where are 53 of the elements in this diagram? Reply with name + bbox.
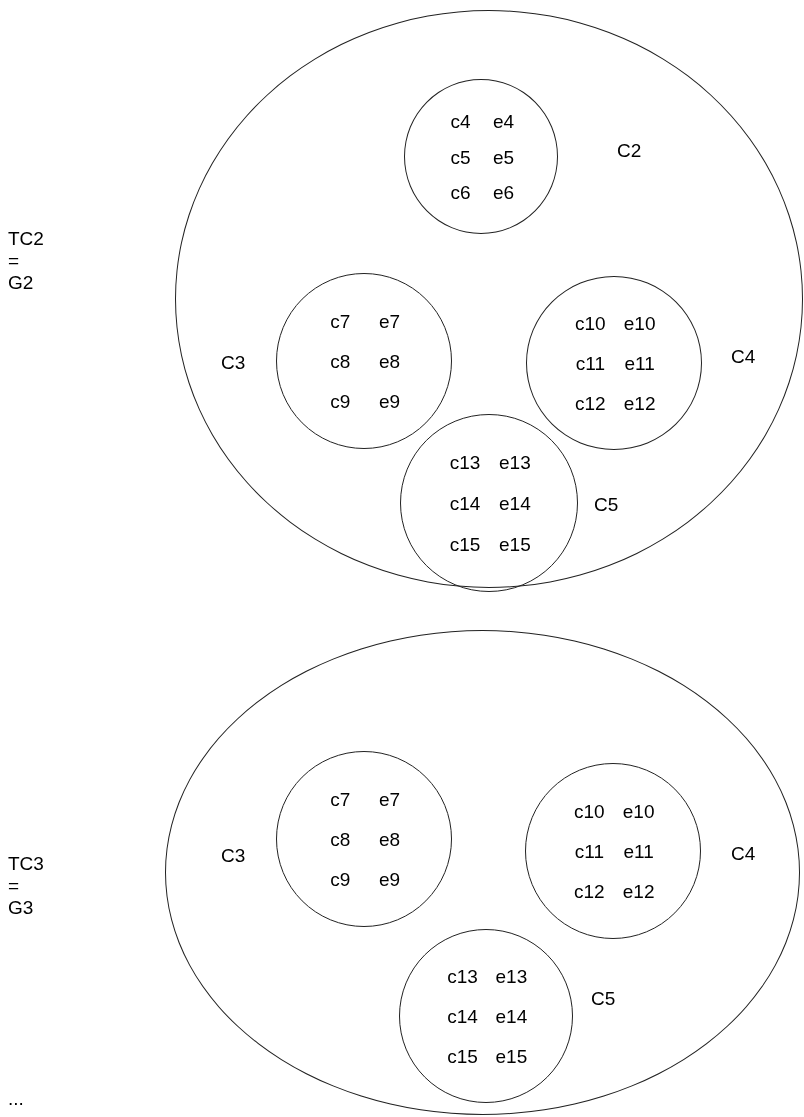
element-label: c10 — [574, 800, 605, 823]
element-label: c14 — [447, 1006, 478, 1028]
element-label: c13 — [449, 452, 481, 475]
element-label: c15 — [447, 1046, 478, 1068]
element-label: e9 — [379, 869, 401, 892]
element-label: c9 — [330, 391, 351, 414]
element-label: e10 — [622, 800, 655, 823]
element-label: c8 — [330, 829, 351, 851]
element-label: c12 — [575, 393, 606, 415]
element-label: c5 — [450, 146, 471, 169]
element-label: e9 — [379, 391, 401, 414]
element-label: e8 — [379, 829, 401, 851]
element-label: c12 — [574, 881, 605, 904]
element-label: c8 — [330, 351, 351, 373]
element-label: c10 — [575, 312, 606, 335]
element-label: e11 — [623, 841, 654, 863]
element-label: c9 — [330, 869, 351, 892]
element-label: e10 — [623, 312, 656, 335]
element-label: c15 — [449, 533, 481, 556]
set-heading: TC3 = G3 — [8, 853, 44, 919]
element-label: e13 — [499, 452, 531, 475]
element-label: e13 — [495, 965, 528, 988]
set-label: C4 — [731, 843, 756, 865]
element-label: e12 — [622, 881, 655, 904]
set-heading: TC2 = G2 — [8, 228, 44, 294]
set-ellipse — [165, 630, 800, 1115]
element-label: e5 — [493, 146, 515, 169]
element-label: e12 — [623, 393, 656, 415]
element-label: e8 — [379, 351, 401, 373]
element-label: c13 — [447, 965, 478, 988]
ellipsis-note: ... — [8, 1088, 24, 1110]
set-label: C2 — [617, 140, 642, 162]
set-label: C3 — [221, 352, 246, 374]
element-label: e14 — [495, 1006, 528, 1028]
element-label: e11 — [624, 353, 655, 375]
element-label: e15 — [495, 1046, 528, 1068]
element-label: c7 — [330, 310, 351, 333]
element-label: c14 — [449, 493, 481, 515]
element-label: c4 — [450, 110, 471, 133]
set-label: C5 — [591, 988, 616, 1010]
element-label: c11 — [575, 353, 605, 375]
element-label: e7 — [379, 788, 401, 811]
set-label: C4 — [731, 346, 756, 368]
element-label: e15 — [499, 533, 531, 556]
element-label: e14 — [499, 493, 531, 515]
set-label: C5 — [594, 494, 619, 516]
element-label: e4 — [493, 110, 515, 133]
element-label: e7 — [379, 310, 401, 333]
element-label: c6 — [450, 182, 471, 205]
element-label: e6 — [493, 182, 515, 205]
element-label: c11 — [574, 841, 604, 863]
element-label: c7 — [330, 788, 351, 811]
set-label: C3 — [221, 845, 246, 867]
